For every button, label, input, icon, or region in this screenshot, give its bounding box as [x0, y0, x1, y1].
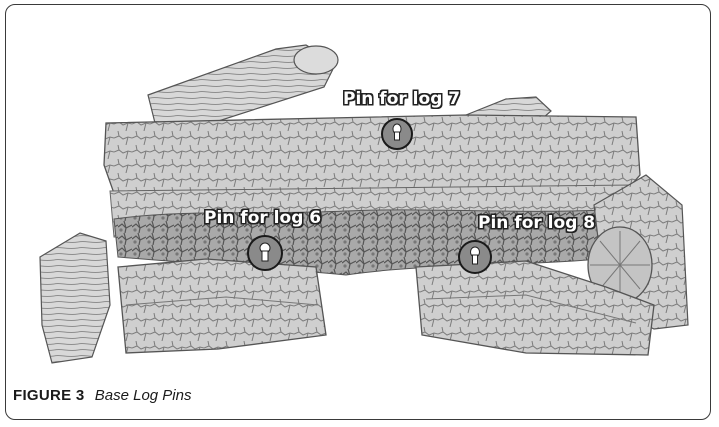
- upper-branch-log: [148, 45, 338, 127]
- pin-marker-log-8: [459, 241, 491, 273]
- base-log-illustration: [6, 5, 711, 420]
- pin-marker-log-7: [382, 119, 412, 149]
- pin-marker-log-6: [248, 236, 282, 270]
- figure-caption: FIGURE 3 Base Log Pins: [13, 387, 191, 404]
- figure-title: Base Log Pins: [95, 387, 192, 404]
- pin-label-log-8: Pin for log 8: [478, 213, 595, 233]
- figure-frame: Pin for log 7 Pin for log 6 Pin for log …: [5, 4, 711, 420]
- left-upright-log: [40, 233, 110, 363]
- left-front-log: [118, 259, 326, 353]
- pin-label-log-7: Pin for log 7: [343, 89, 460, 109]
- pin-label-log-6: Pin for log 6: [204, 208, 321, 228]
- figure-number: FIGURE 3: [13, 387, 85, 404]
